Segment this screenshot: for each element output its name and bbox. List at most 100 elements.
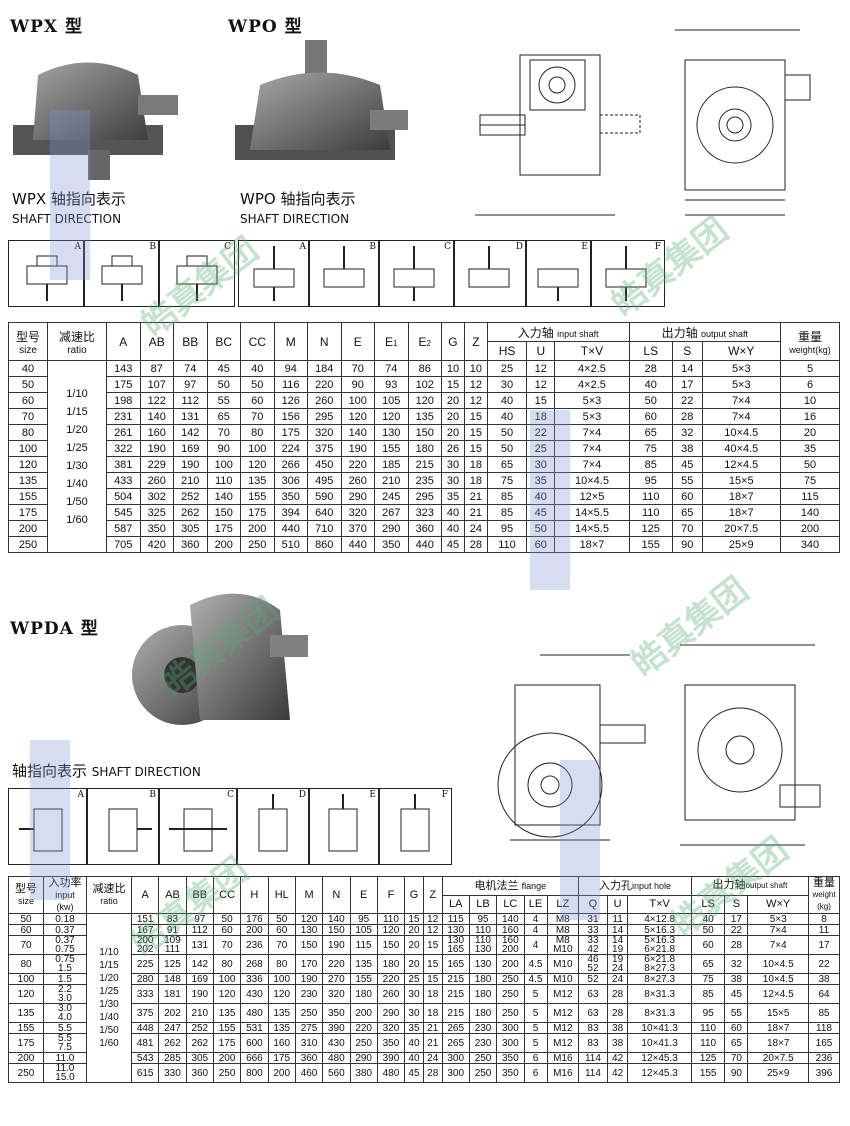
table-cell: 6: [523, 1052, 548, 1064]
table-cell: 260: [139, 472, 174, 489]
table-cell: 18×7: [747, 1022, 809, 1034]
table-cell: 65: [690, 954, 726, 974]
table-cell: 230: [294, 984, 324, 1004]
table-cell: 4×2.5: [554, 360, 630, 377]
table-cell: 160 200: [496, 935, 525, 955]
table-cell: 150: [294, 935, 324, 955]
table-cell: 110: [690, 1022, 726, 1034]
table-cell: 155: [8, 1022, 44, 1034]
table-cell: 200: [349, 1003, 378, 1023]
table-cell: 40: [404, 1052, 424, 1064]
wpda-product-photo: [130, 580, 310, 730]
table-cell: M8: [546, 924, 580, 936]
table-cell: 45: [404, 1063, 424, 1083]
table-cell: 10×4.5: [747, 973, 809, 985]
table-cell: 165: [441, 954, 470, 974]
table-cell: 12×45.3: [627, 1063, 692, 1083]
table-cell: 705: [106, 536, 141, 553]
table-cell: 261: [106, 424, 141, 441]
table-cell: 75: [628, 440, 673, 457]
table-cell: 15: [526, 392, 556, 409]
table-cell: 120: [240, 456, 275, 473]
table-cell: 120: [376, 924, 406, 936]
table-cell: 85: [690, 984, 726, 1004]
table-cell: 30: [404, 1003, 424, 1023]
table-cell: M16: [546, 1052, 580, 1064]
table-cell: 155: [240, 488, 275, 505]
table-cell: 7×4: [747, 935, 809, 955]
table-cell: 102: [407, 376, 442, 393]
table-cell: 235: [407, 472, 442, 489]
table-cell: 165: [808, 1033, 840, 1053]
table-cell: 35: [441, 488, 465, 505]
table-cell: 12: [463, 392, 488, 409]
table-cell: 322: [106, 440, 141, 457]
shaft-box-wpda-f: F: [378, 788, 452, 865]
table-cell: 142: [185, 954, 214, 974]
table-cell: 390: [322, 1022, 351, 1034]
table-cell: 215: [441, 973, 470, 985]
table-cell: 20: [404, 924, 424, 936]
table-cell: 75: [780, 472, 840, 489]
table-cell: 295: [407, 488, 442, 505]
table-cell: 8×27.3: [627, 973, 692, 985]
table-cell: 480: [376, 1063, 406, 1083]
table-cell: 306: [273, 472, 308, 489]
table-cell: 5×3: [554, 408, 630, 425]
table-cell: 15×5: [701, 472, 782, 489]
table-cell: 350: [273, 488, 308, 505]
table-cell: 97: [173, 376, 208, 393]
table-cell: 40×4.5: [701, 440, 782, 457]
table-cell: 15×5: [747, 1003, 809, 1023]
table-cell: 5: [523, 1003, 548, 1023]
table-cell: 320: [340, 504, 375, 521]
table-cell: 33 42: [578, 935, 608, 955]
table-cell: 87: [139, 360, 174, 377]
col-e2: E2: [407, 322, 442, 361]
table-cell: 169: [173, 440, 208, 457]
table-cell: 220: [376, 973, 406, 985]
table-cell: 155: [628, 536, 673, 553]
table-cell: 229: [139, 456, 174, 473]
table-cell: 11.0 15.0: [43, 1063, 87, 1083]
table-cell: 7×4: [701, 408, 782, 425]
table-cell: 95: [628, 472, 673, 489]
table-cell: 396: [808, 1063, 840, 1083]
table-cell: 20: [404, 935, 424, 955]
table-cell: 40: [240, 360, 275, 377]
table-cell: 860: [307, 536, 342, 553]
table-cell: 280: [130, 973, 160, 985]
table-cell: 85: [808, 1003, 840, 1023]
table-cell: 38: [606, 1033, 629, 1053]
table-cell: 143: [106, 360, 141, 377]
table-cell: 18: [422, 984, 443, 1004]
table-cell: 17: [808, 935, 840, 955]
table-cell: 90: [671, 536, 703, 553]
table-cell: 8×31.3: [627, 1003, 692, 1023]
table-cell: 21: [463, 488, 488, 505]
table-cell: 220: [307, 376, 342, 393]
table-cell: 40: [526, 488, 556, 505]
table-cell: 160: [496, 924, 525, 936]
table-cell: 440: [340, 536, 375, 553]
table-cell: 18: [463, 472, 488, 489]
table-cell: 175: [206, 520, 241, 537]
table-cell: 175: [267, 1052, 296, 1064]
table-cell: 150: [376, 935, 406, 955]
table-cell: 60: [724, 1022, 749, 1034]
table-cell: 131: [185, 935, 214, 955]
table-cell: 18: [526, 408, 556, 425]
table-cell: 180: [376, 954, 406, 974]
col-ls: LS: [628, 341, 673, 361]
table-cell: 175: [106, 376, 141, 393]
table-cell: 5.5 7.5: [43, 1033, 87, 1053]
table-cell: 250: [294, 1003, 324, 1023]
col-cc: CC: [240, 322, 275, 361]
table-cell: 252: [185, 1022, 214, 1034]
